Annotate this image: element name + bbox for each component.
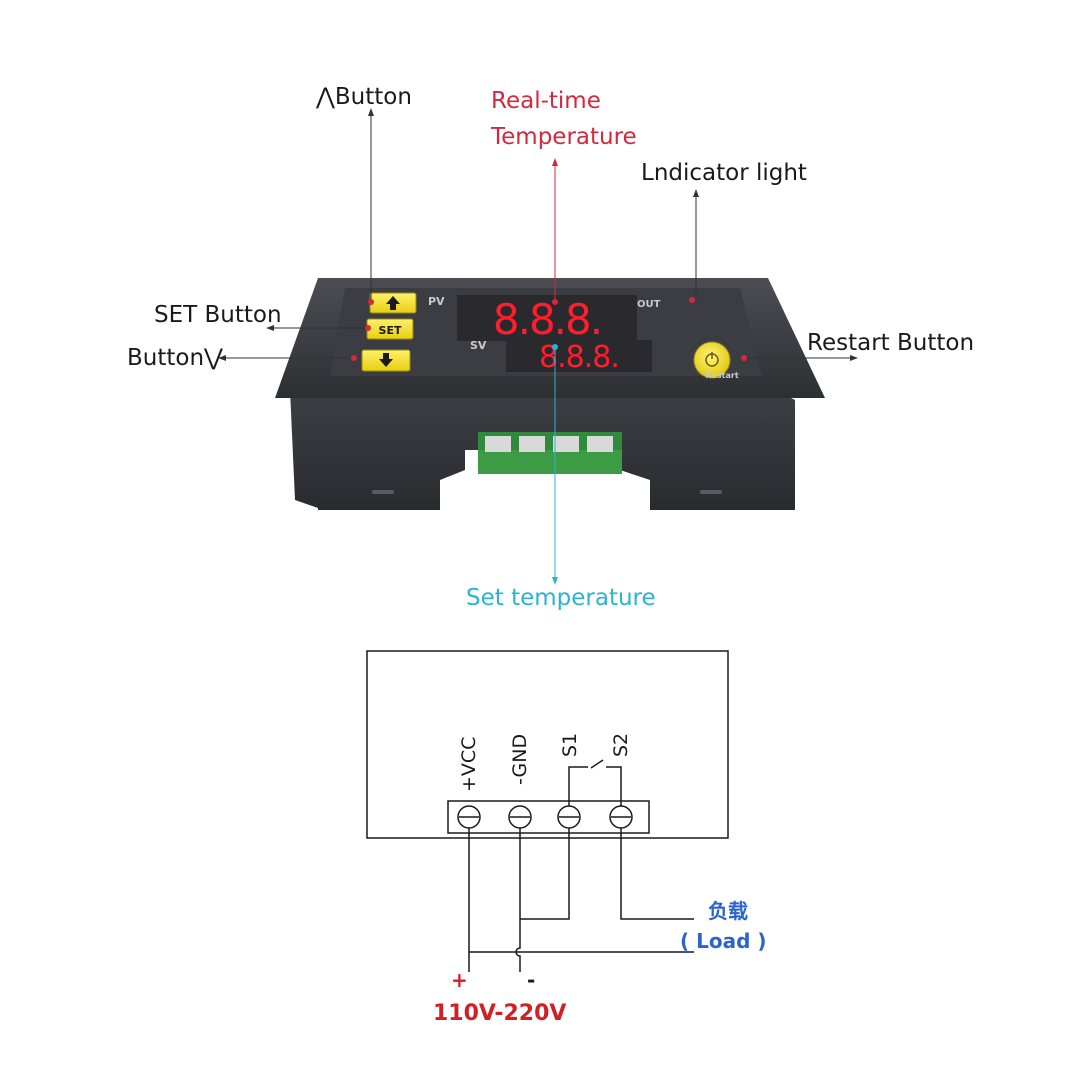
pv-display-window <box>457 295 637 341</box>
terminal-screw-1 <box>485 436 511 452</box>
terminal-block <box>478 432 622 474</box>
indicator-callout: Lndicator light <box>641 160 807 186</box>
terminal-block-front <box>478 450 622 474</box>
clip-slot-left <box>372 490 394 494</box>
wiring-diagram: +VCC -GND S1 S2 负载 ( Load ) + - 110V-220… <box>366 650 767 1026</box>
restart-label: Restart <box>705 371 739 380</box>
terminal-label-gnd: -GND <box>509 734 531 785</box>
terminal-label-vcc: +VCC <box>458 737 480 792</box>
device-foot-left <box>318 500 440 510</box>
up-button-text: Button <box>334 84 412 110</box>
realtime-callout-line1: Real-time <box>491 88 601 114</box>
down-button-text: Button <box>127 345 205 371</box>
clip-slot-right <box>700 490 722 494</box>
set-temp-dot <box>552 344 558 350</box>
restart-button-callout: Restart Button <box>807 330 975 356</box>
indicator-arrowhead <box>693 189 699 197</box>
set-temperature-callout: Set temperature <box>466 585 656 611</box>
restart-dot <box>741 355 747 361</box>
power-icon <box>705 352 719 367</box>
voltage-label: 110V-220V <box>433 1001 566 1026</box>
module-outline <box>366 650 729 839</box>
terminal-label-s2: S2 <box>610 733 632 757</box>
down-button-dot <box>351 355 357 361</box>
load-label-cn: 负载 <box>708 899 748 923</box>
sv-label: SV <box>470 339 487 352</box>
down-button-callout: Button⋁ <box>127 345 223 371</box>
wire-s2 <box>620 828 694 920</box>
terminal-screw-gnd <box>508 805 532 829</box>
set-temp-arrowhead <box>552 577 558 585</box>
up-button-callout: ⋀Button <box>316 84 412 110</box>
device-restart-button[interactable] <box>693 341 731 379</box>
sv-display: 8.8.8. <box>539 340 619 375</box>
down-button-arrowhead <box>218 355 226 361</box>
indicator-led <box>689 297 695 303</box>
realtime-arrowhead <box>552 158 558 166</box>
arrow-up-icon <box>386 296 400 310</box>
wires <box>468 828 694 972</box>
set-button-callout: SET Button <box>154 302 282 328</box>
terminal-screw-vcc <box>457 805 481 829</box>
terminal-screw-s2 <box>609 805 633 829</box>
sv-display-window <box>506 340 652 372</box>
wire-gnd <box>515 828 521 972</box>
pv-display: 8.8.8. <box>493 295 601 344</box>
terminal-screw-3 <box>553 436 579 452</box>
terminal-label-s1: S1 <box>559 733 581 757</box>
switch-icon <box>568 759 622 806</box>
arrow-down-icon <box>379 353 393 367</box>
realtime-callout-line2: Temperature <box>491 124 637 150</box>
set-key-label: SET <box>379 324 402 337</box>
thermostat-device: SET PV SV OUT 8.8.8. 8.8.8. Restart <box>275 278 825 510</box>
up-chevron-icon: ⋀ <box>316 84 335 110</box>
out-label: OUT <box>637 299 661 310</box>
minus-label: - <box>527 968 535 992</box>
down-chevron-icon: ⋁ <box>204 345 223 371</box>
terminal-screw-s1 <box>557 805 581 829</box>
device-foot-right <box>650 500 795 510</box>
terminal-screw-4 <box>587 436 613 452</box>
wire-s1 <box>520 828 570 920</box>
up-button-dot <box>368 299 374 305</box>
callout-lines <box>218 108 858 585</box>
realtime-dot <box>552 299 558 305</box>
plus-label: + <box>451 968 468 992</box>
load-label-en: ( Load ) <box>680 929 767 953</box>
pv-label: PV <box>428 295 445 308</box>
restart-arrowhead <box>850 355 858 361</box>
up-button-arrowhead <box>368 108 374 116</box>
set-button-dot <box>365 325 371 331</box>
set-button-arrowhead <box>266 325 274 331</box>
terminal-screw-2 <box>519 436 545 452</box>
